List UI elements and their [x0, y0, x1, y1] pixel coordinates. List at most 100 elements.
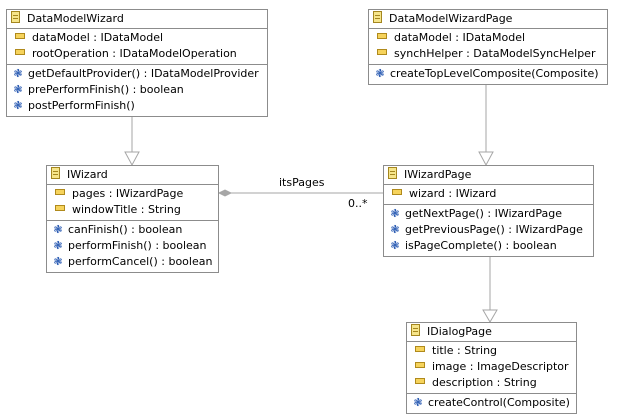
class-header: IDialogPage — [407, 323, 576, 342]
attributes-compartment: wizard : IWizard — [384, 185, 593, 204]
class-header: DataModelWizardPage — [369, 10, 607, 29]
operations-compartment: ❃ createControl(Composite) — [407, 393, 576, 413]
attribute-text: windowTitle : String — [72, 203, 181, 216]
attribute-row: pages : IWizardPage — [47, 186, 218, 202]
attribute-text: pages : IWizardPage — [72, 187, 184, 200]
operation-row: ❃ isPageComplete() : boolean — [384, 238, 593, 254]
operation-text: performCancel() : boolean — [68, 255, 213, 268]
class-icon — [373, 11, 382, 23]
operation-row: ❃ getDefaultProvider() : IDataModelProvid… — [7, 66, 267, 82]
attributes-compartment: pages : IWizardPage windowTitle : String — [47, 185, 218, 220]
class-header: IWizard — [47, 166, 218, 185]
operation-row: ❃ getPreviousPage() : IWizardPage — [384, 222, 593, 238]
class-name: IWizard — [67, 168, 108, 181]
realization-arrowhead-iwizardpage — [478, 151, 494, 167]
method-icon: ❃ — [13, 67, 23, 80]
operation-text: getNextPage() : IWizardPage — [405, 207, 562, 220]
class-datamodelwizard[interactable]: DataModelWizard dataModel : IDataModel r… — [6, 9, 268, 117]
realization-arrowhead-iwizard — [124, 151, 140, 167]
operation-row: ❃ prePerformFinish() : boolean — [7, 82, 267, 98]
association-role-label: itsPages — [279, 176, 325, 189]
class-iwizard[interactable]: IWizard pages : IWizardPage windowTitle … — [46, 165, 219, 273]
operation-text: prePerformFinish() : boolean — [28, 83, 184, 96]
method-icon: ❃ — [375, 67, 385, 80]
class-icon — [388, 167, 397, 179]
method-icon: ❃ — [413, 396, 423, 409]
attributes-compartment: dataModel : IDataModel synchHelper : Dat… — [369, 29, 607, 64]
method-icon: ❃ — [13, 99, 23, 112]
operations-compartment: ❃ canFinish() : boolean ❃ performFinish() … — [47, 220, 218, 272]
method-icon: ❃ — [53, 223, 63, 236]
attribute-row: wizard : IWizard — [384, 186, 593, 202]
attribute-text: dataModel : IDataModel — [394, 31, 526, 44]
attribute-text: wizard : IWizard — [409, 187, 497, 200]
field-icon — [415, 346, 425, 352]
attribute-row: windowTitle : String — [47, 202, 218, 218]
attribute-text: image : ImageDescriptor — [432, 360, 569, 373]
operation-text: canFinish() : boolean — [68, 223, 183, 236]
attribute-row: title : String — [407, 343, 576, 359]
attributes-compartment: title : String image : ImageDescriptor d… — [407, 342, 576, 393]
operation-row: ❃ getNextPage() : IWizardPage — [384, 206, 593, 222]
field-icon — [377, 49, 387, 55]
generalization-arrowhead-idialogpage — [482, 309, 498, 323]
operation-text: createTopLevelComposite(Composite) — [390, 67, 599, 80]
field-icon — [415, 378, 425, 384]
operation-row: ❃ performFinish() : boolean — [47, 238, 218, 254]
class-name: DataModelWizardPage — [389, 12, 513, 25]
operation-row: ❃ postPerformFinish() — [7, 98, 267, 114]
field-icon — [392, 189, 402, 195]
method-icon: ❃ — [390, 207, 400, 220]
attribute-row: synchHelper : DataModelSyncHelper — [369, 46, 607, 62]
class-name: DataModelWizard — [27, 12, 124, 25]
operation-text: getPreviousPage() : IWizardPage — [405, 223, 583, 236]
class-name: IWizardPage — [404, 168, 472, 181]
class-datamodelwizardpage[interactable]: DataModelWizardPage dataModel : IDataMod… — [368, 9, 608, 85]
class-icon — [51, 167, 60, 179]
attribute-text: title : String — [432, 344, 498, 357]
association-multiplicity-label: 0..* — [348, 197, 368, 210]
method-icon: ❃ — [390, 239, 400, 252]
class-header: DataModelWizard — [7, 10, 267, 29]
attribute-row: rootOperation : IDataModelOperation — [7, 46, 267, 62]
class-icon — [411, 324, 420, 336]
attribute-text: dataModel : IDataModel — [32, 31, 164, 44]
class-name: IDialogPage — [427, 325, 492, 338]
operation-text: getDefaultProvider() : IDataModelProvide… — [28, 67, 259, 80]
operations-compartment: ❃ getNextPage() : IWizardPage ❃ getPreviou… — [384, 204, 593, 256]
attribute-row: dataModel : IDataModel — [369, 30, 607, 46]
aggregation-diamond — [217, 189, 233, 197]
attribute-text: rootOperation : IDataModelOperation — [32, 47, 237, 60]
class-icon — [11, 11, 20, 23]
attribute-row: dataModel : IDataModel — [7, 30, 267, 46]
attribute-text: description : String — [432, 376, 537, 389]
operation-row: ❃ createTopLevelComposite(Composite) — [369, 66, 607, 82]
field-icon — [15, 49, 25, 55]
field-icon — [15, 33, 25, 39]
method-icon: ❃ — [53, 239, 63, 252]
attributes-compartment: dataModel : IDataModel rootOperation : I… — [7, 29, 267, 64]
operation-text: performFinish() : boolean — [68, 239, 207, 252]
operation-row: ❃ createControl(Composite) — [407, 395, 576, 411]
field-icon — [55, 189, 65, 195]
operations-compartment: ❃ getDefaultProvider() : IDataModelProvid… — [7, 64, 267, 116]
class-iwizardpage[interactable]: IWizardPage wizard : IWizard ❃ getNextPag… — [383, 165, 594, 257]
attribute-row: image : ImageDescriptor — [407, 359, 576, 375]
class-idialogpage[interactable]: IDialogPage title : String image : Image… — [406, 322, 577, 414]
operation-row: ❃ performCancel() : boolean — [47, 254, 218, 270]
operation-row: ❃ canFinish() : boolean — [47, 222, 218, 238]
operation-text: postPerformFinish() — [28, 99, 135, 112]
operations-compartment: ❃ createTopLevelComposite(Composite) — [369, 64, 607, 84]
operation-text: createControl(Composite) — [428, 396, 570, 409]
method-icon: ❃ — [390, 223, 400, 236]
method-icon: ❃ — [53, 255, 63, 268]
method-icon: ❃ — [13, 83, 23, 96]
field-icon — [415, 362, 425, 368]
field-icon — [55, 205, 65, 211]
field-icon — [377, 33, 387, 39]
operation-text: isPageComplete() : boolean — [405, 239, 557, 252]
attribute-row: description : String — [407, 375, 576, 391]
attribute-text: synchHelper : DataModelSyncHelper — [394, 47, 596, 60]
